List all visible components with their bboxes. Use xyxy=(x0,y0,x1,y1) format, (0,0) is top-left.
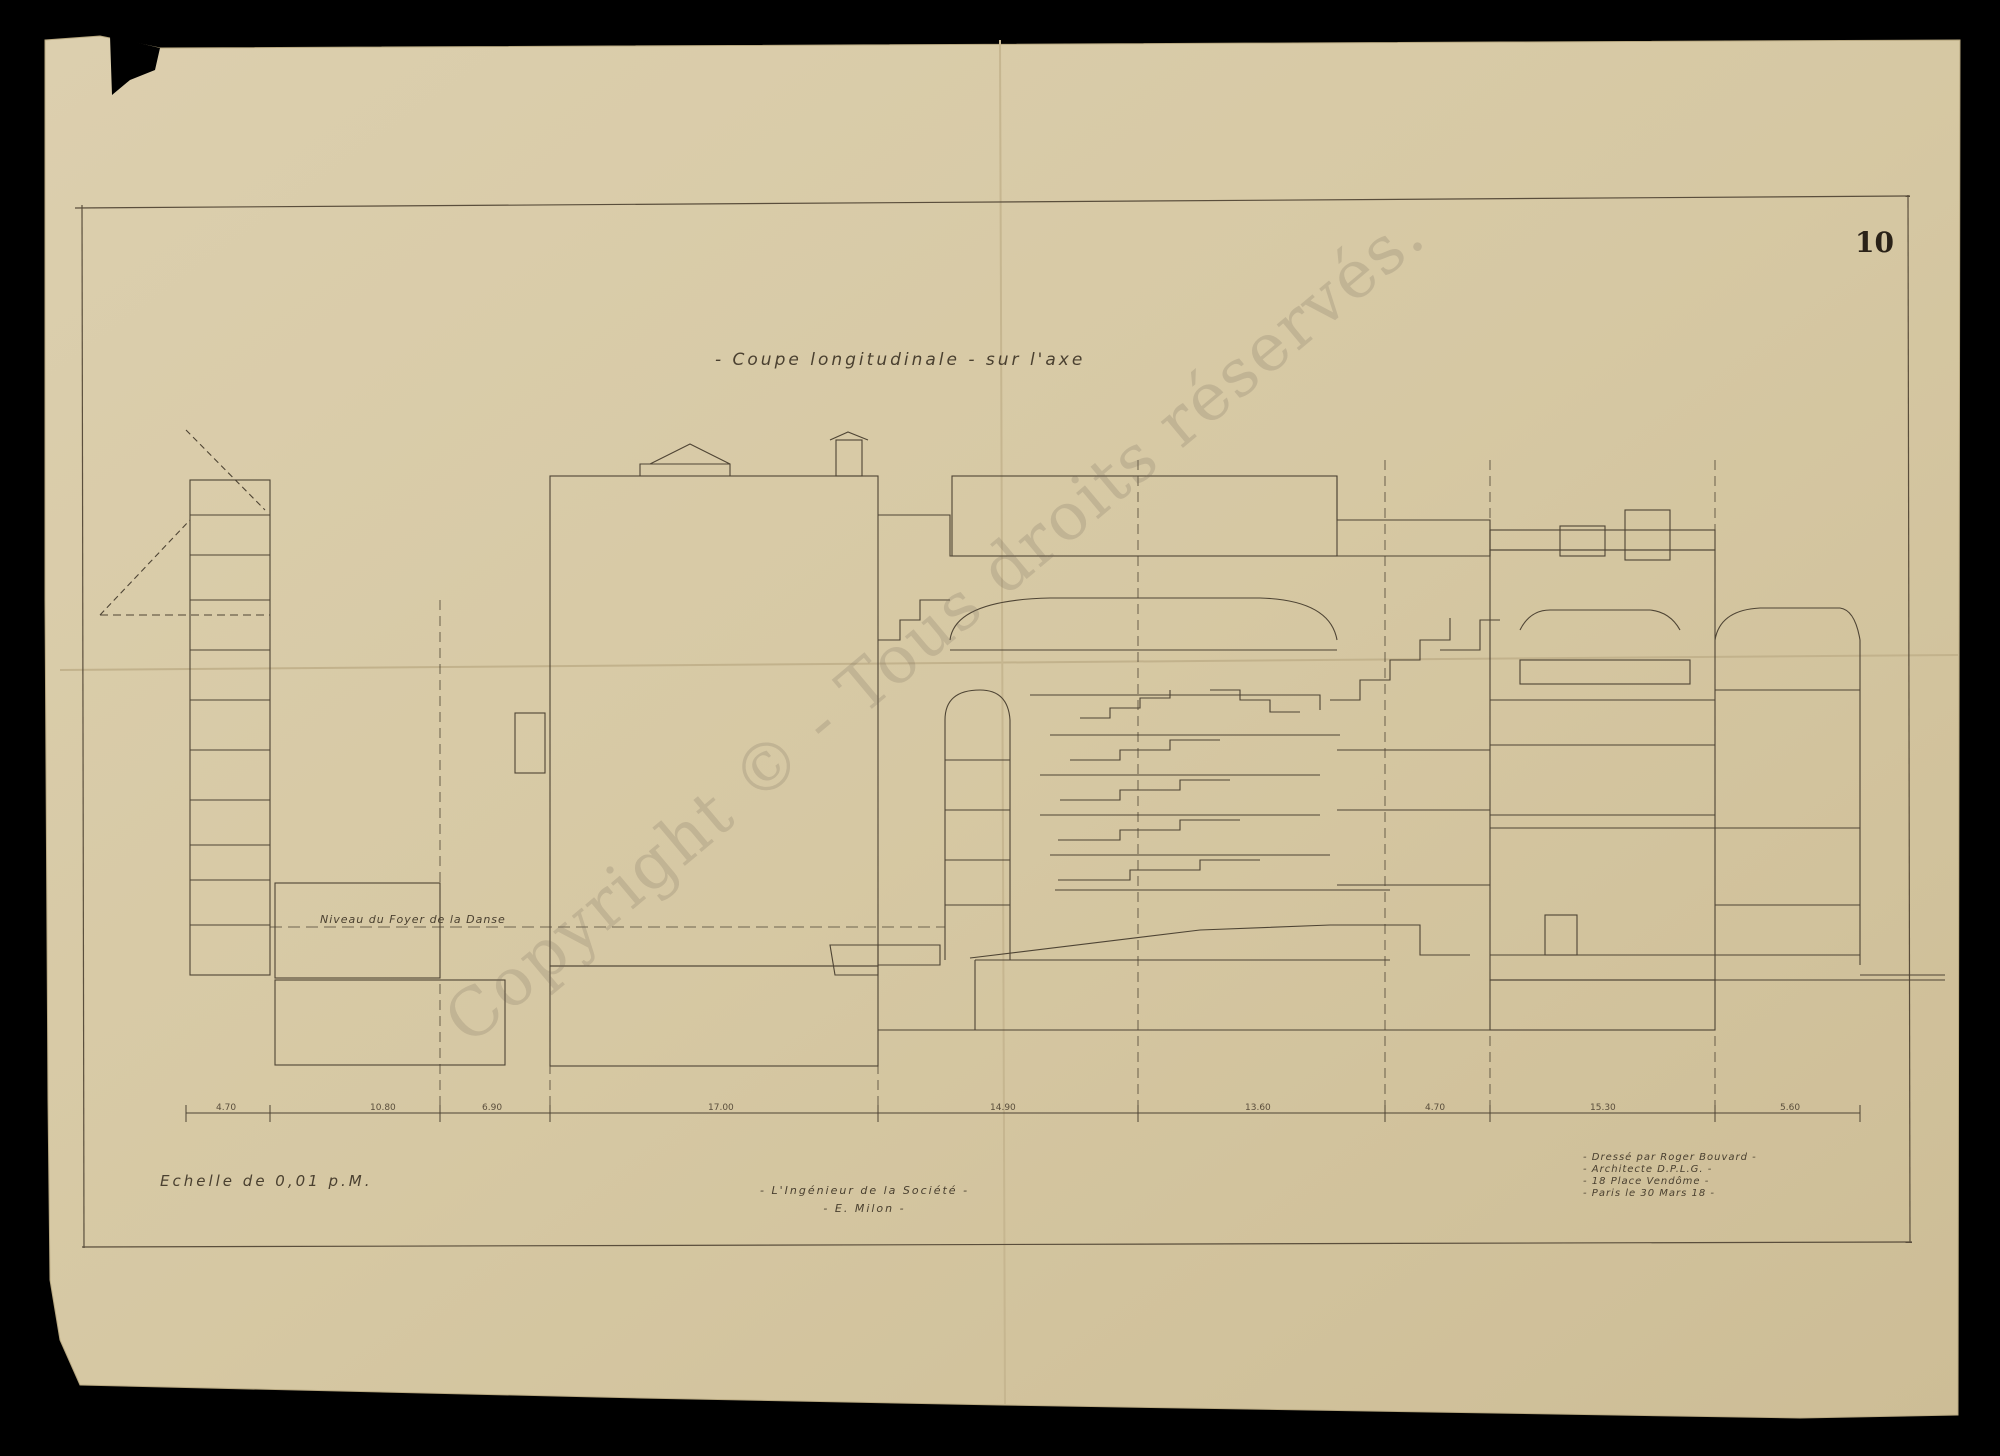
dimension-label: 6.90 xyxy=(482,1103,503,1113)
architect-line: - 18 Place Vendôme - xyxy=(1583,1176,1710,1187)
architect-line: - Dressé par Roger Bouvard - xyxy=(1583,1152,1757,1163)
scale-label: Echelle de 0,01 p.M. xyxy=(160,1172,373,1190)
drawing-frame xyxy=(74,194,1913,1249)
dimension-label: 10.80 xyxy=(370,1103,396,1113)
dimension-label: 4.70 xyxy=(216,1103,237,1113)
level-label: Niveau du Foyer de la Danse xyxy=(320,913,506,926)
architect-block: - Dressé par Roger Bouvard - - Architect… xyxy=(1583,1152,1757,1200)
engineer-name: - E. Milon - xyxy=(823,1202,906,1215)
dimension-label: 4.70 xyxy=(1425,1103,1446,1113)
engineer-signature-block: - L'Ingénieur de la Société - - E. Milon… xyxy=(760,1182,969,1218)
dimension-label: 5.60 xyxy=(1780,1103,1801,1113)
section-drawing xyxy=(99,429,1945,1114)
sheet-number: 10 xyxy=(1855,226,1894,259)
drawing-title: - Coupe longitudinale - sur l'axe xyxy=(715,350,1086,370)
architect-line: - Architecte D.P.L.G. - xyxy=(1583,1164,1713,1175)
dimension-ticks xyxy=(185,1105,1861,1122)
dimension-label: 15.30 xyxy=(1590,1103,1616,1113)
dimension-label: 13.60 xyxy=(1245,1103,1271,1113)
dimension-label: 17.00 xyxy=(708,1103,734,1113)
engineer-title: - L'Ingénieur de la Société - xyxy=(760,1184,970,1197)
architect-line: - Paris le 30 Mars 18 - xyxy=(1583,1188,1716,1199)
paper-tear xyxy=(110,36,160,95)
dimension-label: 14.90 xyxy=(990,1103,1016,1113)
